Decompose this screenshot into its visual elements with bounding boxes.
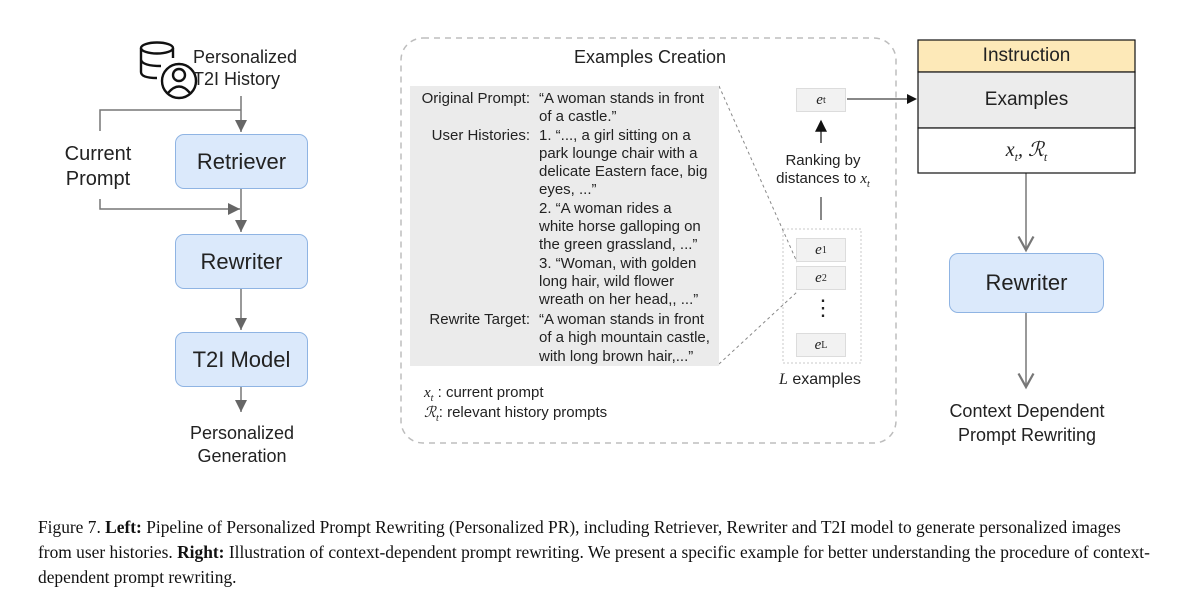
- examples-creation-title: Examples Creation: [573, 47, 727, 67]
- rewrite-target-label: Rewrite Target:: [429, 311, 530, 328]
- rewrite-target-value: “A woman stands in front of a high mount…: [539, 311, 710, 365]
- rewriter-box-right: Rewriter: [949, 253, 1104, 313]
- caption-right-label: Right:: [177, 542, 225, 562]
- current-prompt-label: Current Prompt: [64, 143, 132, 190]
- rewriter-box-left: Rewriter: [175, 234, 308, 289]
- t2i-model-box: T2I Model: [175, 332, 308, 387]
- ellipsis-dots: ⋮: [812, 295, 834, 320]
- examples-creation-frame: [400, 37, 897, 444]
- input-block: xt, ℛt: [1005, 139, 1048, 164]
- l-examples-label: L examples: [779, 371, 861, 388]
- personalized-generation-label: Personalized Generation: [189, 423, 295, 466]
- database-user-icon: [139, 41, 198, 100]
- figure-caption: Figure 7. Left: Pipeline of Personalized…: [38, 515, 1153, 590]
- caption-left-text: Pipeline of Personalized Prompt Rewritin…: [38, 517, 1121, 562]
- caption-left-label: Left:: [105, 517, 142, 537]
- original-prompt-value: “A woman stands in front of a castle.”: [539, 90, 705, 126]
- caption-figure: Figure 7.: [38, 517, 101, 537]
- examples-block: Examples: [984, 89, 1069, 110]
- user-histories-value: 1. “..., a girl sitting on a park lounge…: [539, 126, 708, 309]
- instruction-block: Instruction: [982, 45, 1071, 66]
- user-histories-label: User Histories:: [431, 126, 530, 144]
- caption-right-text: Illustration of context-dependent prompt…: [38, 542, 1150, 587]
- retriever-box: Retriever: [175, 134, 308, 189]
- ranking-label: Ranking by distances to xt: [776, 152, 870, 191]
- original-prompt-label: Original Prompt:: [421, 90, 530, 107]
- legend-rt: ℛt: relevant history prompts: [424, 404, 608, 424]
- history-label: Personalized T2I History: [193, 47, 298, 89]
- legend-xt: xt : current prompt: [424, 384, 544, 404]
- example-panel: [410, 86, 719, 366]
- context-dependent-label: Context Dependent Prompt Rewriting: [949, 401, 1105, 445]
